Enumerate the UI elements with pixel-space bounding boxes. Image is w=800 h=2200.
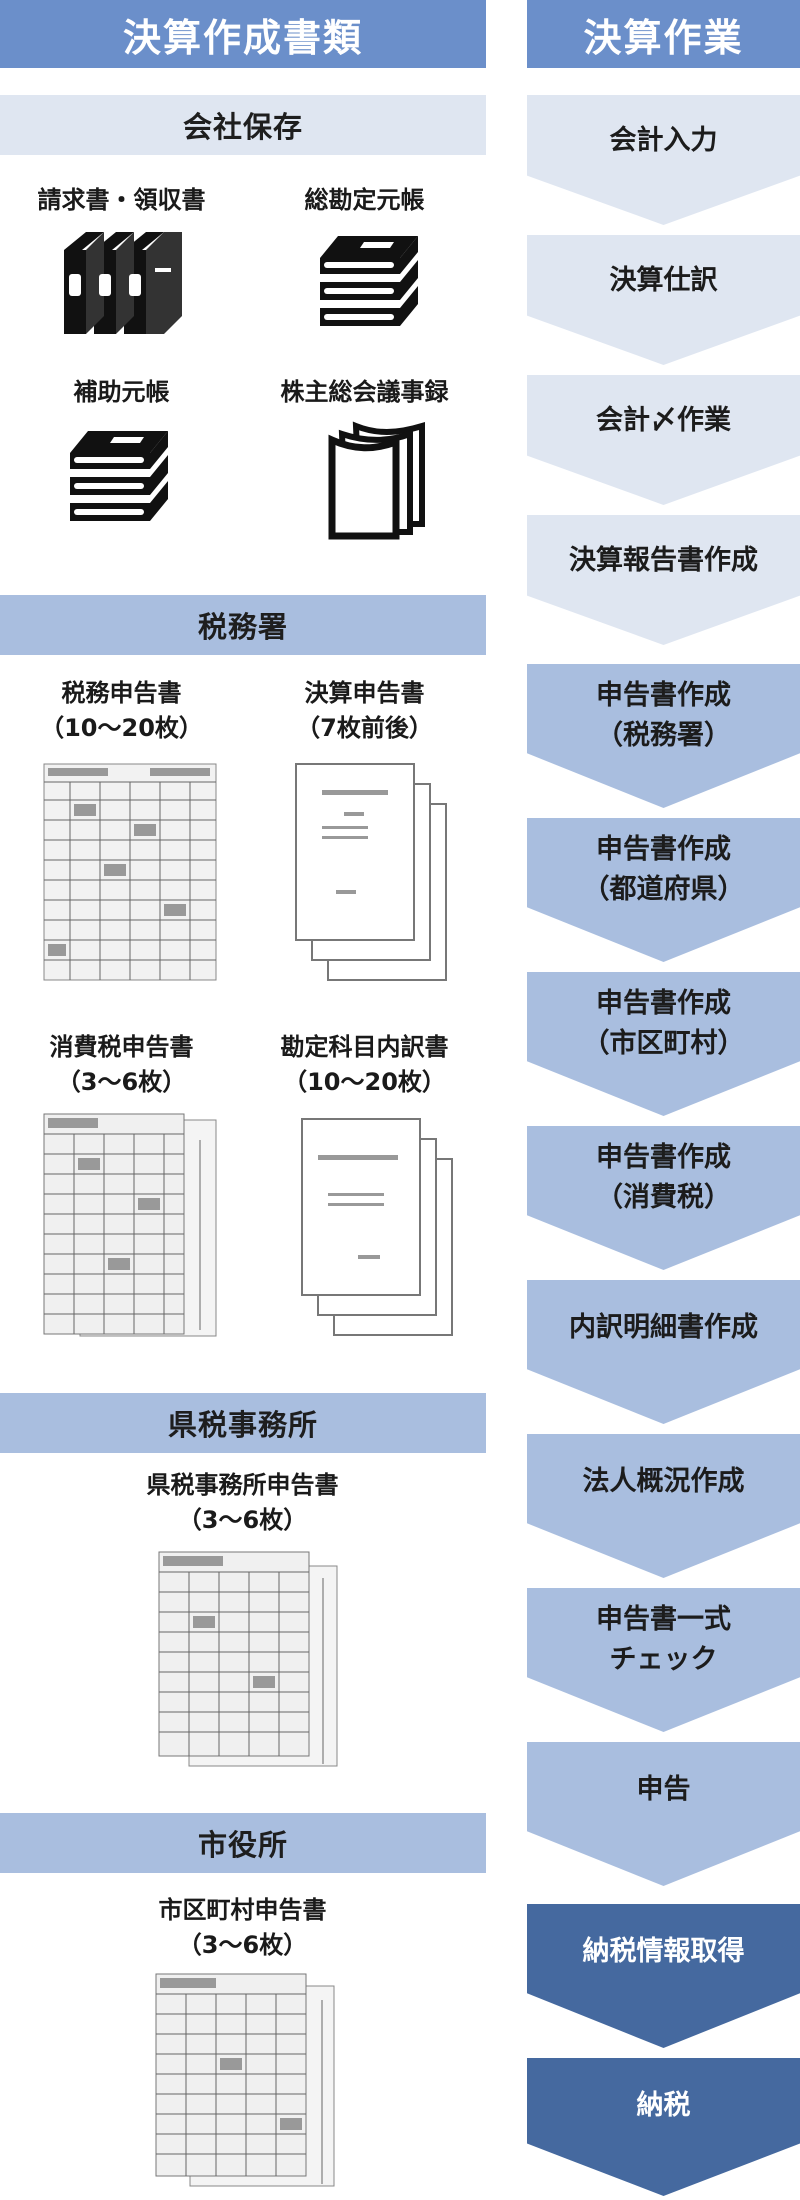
flow-step-tax-payment: 納税 <box>527 2058 800 2196</box>
flow-step-tax-payment-info: 納税情報取得 <box>527 1904 800 2048</box>
process-column: 決算作業 会計入力 決算仕訳 会計〆作業 決算報告書作成 申告書作成 （税務署）… <box>527 0 800 2200</box>
flow-step-detail-statement: 内訳明細書作成 <box>527 1280 800 1424</box>
flow-step-return-municipality: 申告書作成 （市区町村） <box>527 972 800 1116</box>
item-sub-ledger-label: 補助元帳 <box>73 378 170 406</box>
flow-step-return-tax-office: 申告書作成 （税務署） <box>527 664 800 808</box>
item-city-return-label: 市区町村申告書 （3～6枚） <box>158 1896 327 1959</box>
document-pages-icon <box>326 420 430 544</box>
item-tax-return-label: 税務申告書 （10～20枚） <box>40 679 203 742</box>
flow-step-financial-report: 決算報告書作成 <box>527 515 800 645</box>
flow-step-return-prefecture: 申告書作成 （都道府県） <box>527 818 800 962</box>
flow-step-accounting-input: 会計入力 <box>527 95 800 225</box>
item-shareholder-minutes-label: 株主総会議事録 <box>280 378 449 406</box>
flow-step-label: 納税 <box>636 2090 691 2121</box>
flow-step-label: 申告書作成 （市区町村） <box>582 988 745 1059</box>
flow-step-corporate-overview: 法人概況作成 <box>527 1434 800 1578</box>
flow-step-label: 申告書作成 （税務署） <box>596 680 731 751</box>
flow-step-label: 内訳明細書作成 <box>569 1312 758 1343</box>
tax-form-image <box>40 760 220 989</box>
flow-step-label: 申告 <box>636 1774 691 1805</box>
process-header: 決算作業 <box>527 0 800 68</box>
binders-icon <box>60 228 186 342</box>
flow-step-label: 会計入力 <box>609 125 718 156</box>
item-prefecture-return-label: 県税事務所申告書 （3～6枚） <box>146 1471 339 1534</box>
item-invoice-receipt-label: 請求書・領収書 <box>37 186 206 214</box>
flow-step-account-closing: 会計〆作業 <box>527 375 800 505</box>
flow-step-label: 申告書作成 （都道府県） <box>582 834 745 905</box>
flow-step-closing-entries: 決算仕訳 <box>527 235 800 365</box>
item-consumption-tax-label: 消費税申告書 （3～6枚） <box>49 1033 194 1096</box>
flow-step-check-returns: 申告書一式 チェック <box>527 1588 800 1732</box>
item-account-details-label: 勘定科目内訳書 （10～20枚） <box>280 1033 449 1096</box>
tax-form-image <box>153 1548 343 1777</box>
flow-step-filing: 申告 <box>527 1742 800 1886</box>
flow-step-label: 決算仕訳 <box>609 265 718 296</box>
flow-step-label: 会計〆作業 <box>596 405 731 436</box>
documents-header: 決算作成書類 <box>0 0 486 68</box>
flow-step-label: 申告書一式 チェック <box>596 1604 731 1675</box>
item-settlement-return-label: 決算申告書 （7枚前後） <box>296 679 433 742</box>
flow-step-label: 申告書作成 （消費税） <box>596 1142 731 1213</box>
stacked-pages-image <box>298 1115 458 1344</box>
documents-column: 決算作成書類 会社保存 請求書・領収書 総勘定元帳 <box>0 0 486 2196</box>
section-city-title: 市役所 <box>0 1813 486 1873</box>
flow-step-label: 納税情報取得 <box>582 1936 745 1967</box>
stacked-pages-image <box>292 760 452 989</box>
book-stack-icon <box>58 418 178 542</box>
item-general-ledger-label: 総勘定元帳 <box>304 186 425 214</box>
flow-step-return-consumption-tax: 申告書作成 （消費税） <box>527 1126 800 1270</box>
tax-form-image <box>40 1110 220 1344</box>
section-prefecture-title: 県税事務所 <box>0 1393 486 1453</box>
book-stack-icon <box>308 228 428 342</box>
section-company-title: 会社保存 <box>0 95 486 155</box>
flow-step-label: 決算報告書作成 <box>569 545 758 576</box>
flow-step-label: 法人概況作成 <box>582 1466 745 1497</box>
tax-form-image <box>150 1970 340 2196</box>
section-tax-office-title: 税務署 <box>0 595 486 655</box>
